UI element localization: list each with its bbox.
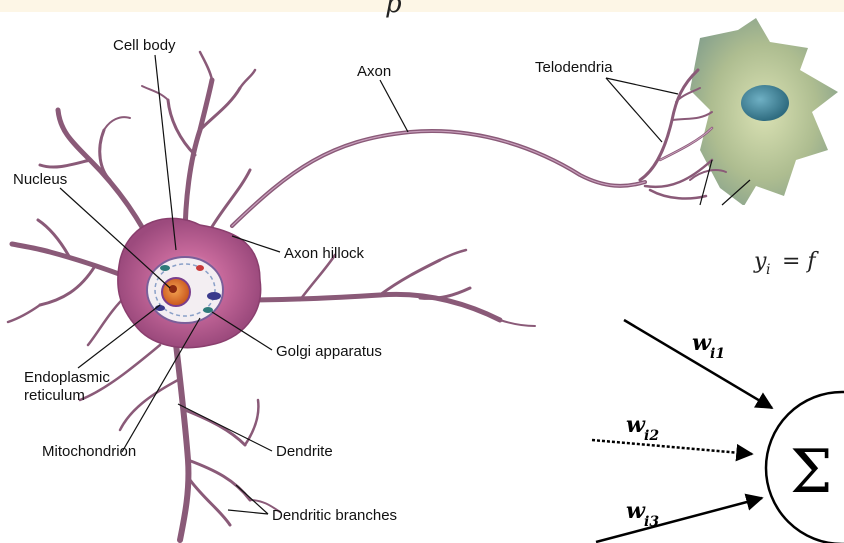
weight-1: w xyxy=(692,330,712,356)
output-formula: y i = f xyxy=(753,249,819,278)
banner-fragment: p xyxy=(385,0,402,19)
label-er-line1: Endoplasmic xyxy=(24,369,110,386)
top-banner xyxy=(0,0,844,12)
target-nucleus xyxy=(741,85,789,121)
label-dendrite: Dendrite xyxy=(276,443,333,460)
label-dendritic-branches: Dendritic branches xyxy=(272,507,397,524)
label-er-line2: reticulum xyxy=(24,387,85,404)
formula-rhs: = f xyxy=(782,249,819,274)
label-axon-hillock: Axon hillock xyxy=(284,245,365,262)
nucleus-shape xyxy=(162,278,190,306)
label-nucleus: Nucleus xyxy=(13,171,67,188)
perceptron: Σ w i1 w i2 w i3 xyxy=(592,320,844,543)
axon xyxy=(232,131,645,226)
weight-1-sub: i1 xyxy=(710,346,725,362)
label-cell-body: Cell body xyxy=(113,37,176,54)
formula-sub: i xyxy=(766,262,770,278)
label-mitochondrion: Mitochondrion xyxy=(42,443,136,460)
weight-3: w xyxy=(626,498,646,524)
sum-symbol: Σ xyxy=(790,437,832,507)
weight-2-sub: i2 xyxy=(644,428,659,444)
dendrites xyxy=(8,52,535,540)
label-axon: Axon xyxy=(357,63,391,80)
formula-lhs: y xyxy=(753,249,767,274)
label-telodendria: Telodendria xyxy=(535,59,613,76)
input-arrow-2 xyxy=(592,440,752,454)
weight-3-sub: i3 xyxy=(644,514,659,530)
weight-2: w xyxy=(626,412,646,438)
label-golgi: Golgi apparatus xyxy=(276,343,382,360)
input-arrow-3 xyxy=(596,498,762,542)
cell-body xyxy=(118,218,261,347)
